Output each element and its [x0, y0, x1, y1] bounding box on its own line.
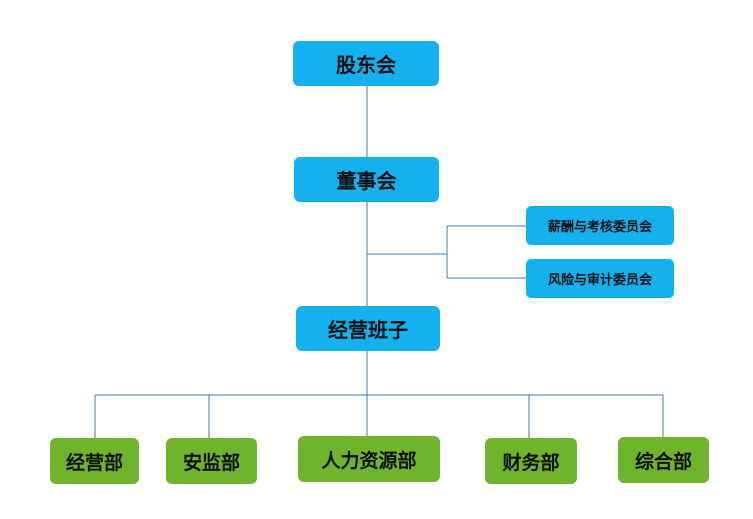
dept-finance: 财务部	[485, 438, 577, 484]
dept-operations: 经营部	[50, 438, 139, 484]
dept-general: 综合部	[618, 437, 709, 483]
node-risk-audit-committee: 风险与审计委员会	[526, 259, 674, 298]
dept-hr: 人力资源部	[298, 436, 440, 482]
node-board: 董事会	[294, 157, 439, 202]
dept-safety: 安监部	[166, 438, 257, 484]
node-compensation-committee: 薪酬与考核委员会	[526, 206, 674, 245]
node-management: 经营班子	[296, 306, 440, 351]
node-shareholders: 股东会	[293, 41, 439, 86]
